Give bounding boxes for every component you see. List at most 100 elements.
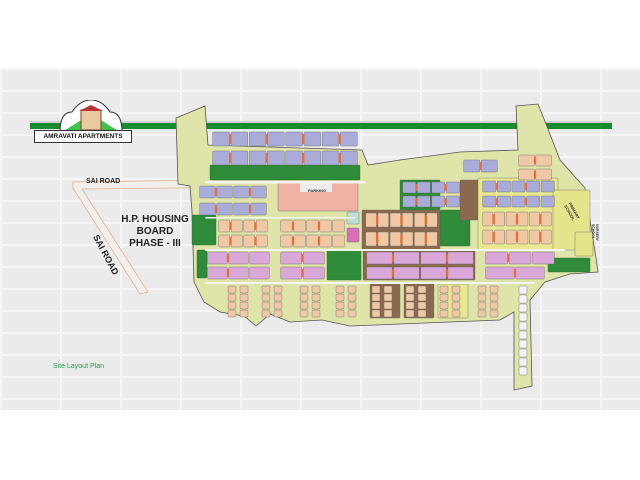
apartment-block [518, 348, 528, 358]
apartment-block [218, 219, 230, 233]
logo-emblem [52, 99, 130, 142]
apartment-block [267, 131, 285, 147]
apartment-block [518, 357, 528, 367]
apartment-block [485, 266, 515, 280]
apartment-block [227, 293, 237, 302]
park [326, 249, 362, 281]
apartment-block [393, 251, 420, 265]
apartment-block [383, 309, 393, 318]
apartment-block [477, 301, 487, 310]
apartment-block [248, 131, 267, 147]
apartment-block [280, 266, 303, 280]
stair-core [507, 254, 510, 262]
apartment-block [273, 301, 283, 310]
stair-core [400, 215, 403, 225]
apartment-block [311, 301, 321, 310]
stair-core [338, 153, 341, 163]
caption: Site Layout Plan [53, 363, 104, 370]
apartment-block [371, 309, 381, 318]
apartment-block [402, 231, 414, 247]
band-shadow [30, 121, 612, 123]
apartment-block [518, 321, 528, 331]
apartment-block [482, 229, 494, 245]
apartment-block [540, 229, 552, 245]
apartment-block [285, 131, 303, 147]
stair-core [265, 134, 268, 144]
apartment-block [489, 309, 499, 318]
apartment-block [485, 251, 508, 265]
apartment-block [212, 150, 230, 166]
stair-core [515, 214, 519, 224]
apartment-block [532, 251, 555, 265]
road-label-sai-horizontal: SAI ROAD [86, 178, 121, 185]
parking-label: PARKING [308, 188, 327, 193]
apartment-block [417, 285, 427, 294]
apartment-block [383, 301, 393, 310]
apartment-block [446, 181, 460, 194]
apartment-block [243, 219, 255, 233]
apartment-block [233, 202, 250, 216]
apartment-block [414, 212, 426, 228]
apartment-block [540, 211, 552, 227]
apartment-block [239, 309, 249, 318]
stair-core [291, 222, 295, 230]
park [209, 164, 361, 181]
apartment-block [273, 309, 283, 318]
apartment-block [489, 301, 499, 310]
apartment-block [256, 219, 268, 233]
stair-core [226, 254, 230, 262]
stair-core [524, 198, 527, 205]
apartment-block [439, 285, 449, 294]
stair-core [302, 134, 305, 144]
stair-core [317, 237, 321, 245]
apartment-block [518, 294, 528, 304]
utility-block [346, 227, 360, 243]
nursery-school-label: NURSERY SCHOOL [591, 224, 599, 241]
apartment-block [332, 234, 345, 248]
stair-core [229, 134, 232, 144]
apartment-block [303, 150, 322, 166]
apartment-block [402, 212, 414, 228]
apartment-block [311, 309, 321, 318]
apartment-block [335, 301, 345, 310]
internal-road [205, 249, 565, 251]
apartment-block [417, 293, 427, 302]
apartment-block [230, 219, 243, 233]
apartment-block [371, 285, 381, 294]
apartment-block [250, 185, 267, 199]
apartment-block [280, 234, 293, 248]
apartment-block [267, 150, 285, 166]
apartment-block [249, 251, 270, 265]
stair-core [391, 254, 395, 262]
stair-core [513, 269, 517, 277]
stair-core [444, 184, 447, 191]
apartment-block [417, 195, 431, 208]
apartment-block [518, 168, 535, 181]
apartment-block [347, 309, 357, 318]
apartment-block [218, 234, 230, 248]
apartment-block [518, 303, 528, 313]
apartment-block [511, 180, 526, 193]
apartment-block [239, 293, 249, 302]
apartment-block [518, 339, 528, 349]
apartment-block [230, 131, 248, 147]
apartment-block [481, 159, 498, 173]
apartment-block [256, 234, 268, 248]
internal-road [205, 181, 365, 184]
apartment-block [518, 154, 535, 167]
apartment-block [199, 185, 216, 199]
stair-core [415, 184, 418, 191]
apartment-block [477, 293, 487, 302]
apartment-block [227, 301, 237, 310]
apartment-block [482, 211, 494, 227]
apartment-block [311, 285, 321, 294]
apartment-block [303, 251, 325, 265]
apartment-block [347, 285, 357, 294]
neighbour-label-line: H.P. HOUSING [121, 214, 189, 225]
stair-core [533, 157, 537, 164]
apartment-block [335, 309, 345, 318]
parking-bay [300, 183, 332, 192]
apartment-block [451, 309, 461, 318]
apartment-block [402, 181, 417, 194]
apartment-block [494, 229, 505, 245]
